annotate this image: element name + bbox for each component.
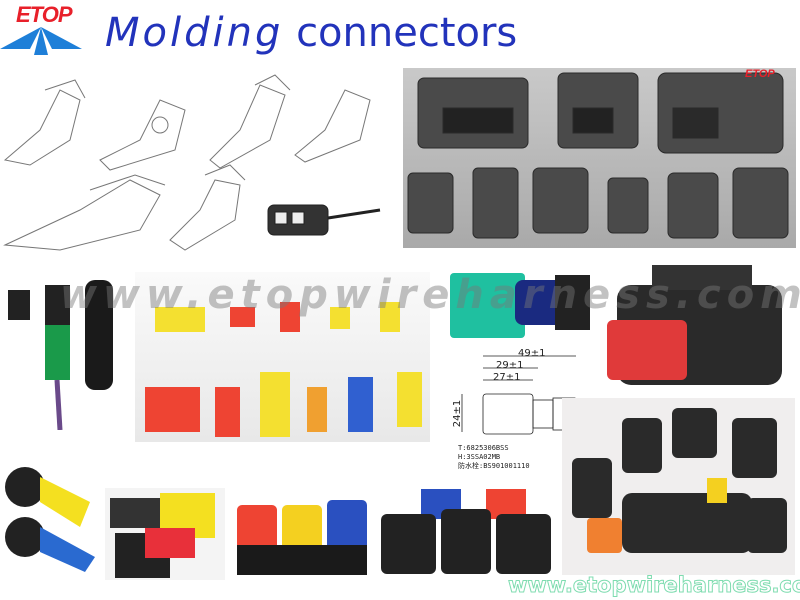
sketch-6 bbox=[169, 164, 246, 251]
photo-waterproof-connectors bbox=[376, 484, 560, 580]
page-title: Molding connectors bbox=[105, 10, 517, 56]
sketch-2 bbox=[99, 99, 186, 171]
photo-teal-connector bbox=[445, 265, 590, 345]
photo-yellow-red-connectors bbox=[105, 488, 225, 580]
etop-logo: ETOP bbox=[0, 0, 85, 60]
render-logo: ETOP bbox=[745, 68, 775, 80]
dim-mid: 29±1 bbox=[496, 360, 524, 371]
watermark-text: www.etopwireharness.com bbox=[60, 272, 800, 318]
dim-overall: 49±1 bbox=[518, 348, 546, 359]
photo-connector-bundle bbox=[562, 398, 795, 575]
logo-rays-icon bbox=[0, 27, 82, 55]
sketch-1 bbox=[3, 79, 86, 166]
photo-black-green-connectors bbox=[0, 270, 130, 430]
sketch-3 bbox=[209, 74, 291, 169]
title-italic: Molding bbox=[105, 10, 284, 56]
spec-lines: T:6825306BSS H:3SSA02MB 防水栓:BS901001110 bbox=[458, 444, 530, 471]
spec-line: 防水栓:BS901001110 bbox=[458, 462, 530, 470]
photo-red-multipin-connector bbox=[592, 265, 795, 395]
logo-text: ETOP bbox=[16, 2, 73, 27]
connector-sketches bbox=[3, 74, 381, 251]
photo-colored-molded-connectors bbox=[135, 272, 430, 442]
title-regular: connectors bbox=[296, 10, 518, 56]
dim-height: 24±1 bbox=[452, 399, 464, 428]
rendered-connectors bbox=[407, 72, 789, 239]
photo-red-yellow-blue-molds bbox=[232, 490, 375, 580]
dim-inner: 27±1 bbox=[493, 372, 521, 383]
spec-line: H:3SSA02MB bbox=[458, 453, 501, 461]
spec-line: T:6825306BSS bbox=[458, 444, 509, 452]
sketch-5 bbox=[3, 174, 166, 251]
photo-yellow-blue-boots bbox=[0, 462, 100, 580]
sketch-7-photo bbox=[267, 204, 381, 236]
sketch-4 bbox=[294, 89, 371, 163]
footer-url-link[interactable]: www.etopwireharness.com bbox=[507, 573, 800, 598]
render-panel: ETOP bbox=[403, 68, 796, 248]
